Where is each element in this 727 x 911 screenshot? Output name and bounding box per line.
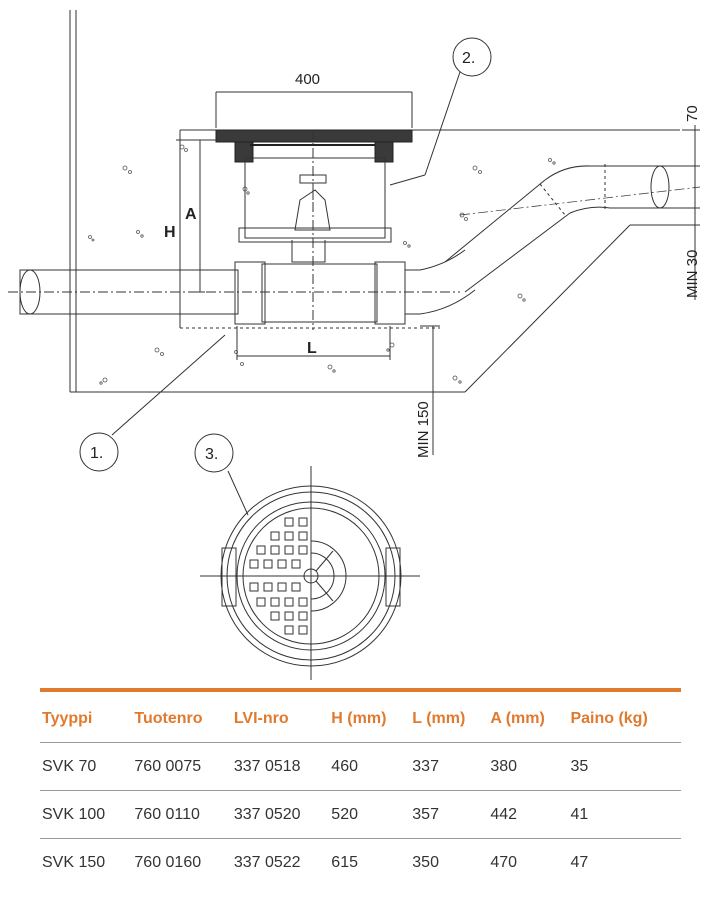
dim-h-label: H xyxy=(164,224,176,241)
dim-l-label: L xyxy=(307,340,317,357)
header-tyyppi: Tyyppi xyxy=(42,710,93,727)
cell-l: 337 xyxy=(410,742,489,791)
cell-tuotenro: 760 0160 xyxy=(132,838,232,872)
header-h: H (mm) xyxy=(331,710,387,727)
table-row: SVK 70 760 0075 337 0518 460 337 380 35 xyxy=(40,742,681,791)
table-row: SVK 100 760 0110 337 0520 520 357 442 41 xyxy=(40,790,681,839)
cell-tyyppi: SVK 150 xyxy=(40,838,133,872)
cell-paino: 41 xyxy=(568,790,681,839)
table-header-row: Tyyppi Tuotenro LVI-nro H (mm) L (mm) A … xyxy=(40,692,681,743)
cell-tuotenro: 760 0110 xyxy=(132,790,232,839)
cell-tuotenro: 760 0075 xyxy=(132,742,232,791)
spec-table: Tyyppi Tuotenro LVI-nro H (mm) L (mm) A … xyxy=(40,688,681,872)
header-l: L (mm) xyxy=(412,710,466,727)
table-row: SVK 150 760 0160 337 0522 615 350 470 47 xyxy=(40,838,681,872)
cell-paino: 35 xyxy=(568,742,681,791)
cell-lvi-nro: 337 0522 xyxy=(231,838,330,872)
product-table: Tyyppi Tuotenro LVI-nro H (mm) L (mm) A … xyxy=(40,692,681,872)
grating-top-view xyxy=(200,466,420,680)
cell-h: 520 xyxy=(329,790,411,839)
concrete-aggregate xyxy=(88,144,556,385)
dim-a-label: A xyxy=(185,206,197,223)
dimension-400 xyxy=(215,91,413,128)
cell-tyyppi: SVK 70 xyxy=(40,742,133,791)
grating-slots xyxy=(249,517,308,635)
cell-l: 357 xyxy=(410,790,489,839)
callout-2-label: 2. xyxy=(462,50,475,67)
technical-drawing: 400 H A L MIN 150 70 MIN 30 1. 2 xyxy=(8,10,701,680)
cell-l: 350 xyxy=(410,838,489,872)
cell-a: 470 xyxy=(488,838,569,872)
callout-3-label: 3. xyxy=(205,446,218,463)
drain-body xyxy=(238,130,392,330)
callout-2: 2. xyxy=(389,37,492,186)
header-tuotenro: Tuotenro xyxy=(134,710,203,727)
header-lvi-nro: LVI-nro xyxy=(233,710,289,727)
dim-400-label: 400 xyxy=(295,71,320,88)
callout-1: 1. xyxy=(79,334,226,472)
cell-a: 380 xyxy=(488,742,569,791)
table-top-rule xyxy=(40,688,681,692)
dim-70-label: 70 xyxy=(684,105,701,122)
header-paino: Paino (kg) xyxy=(570,710,648,727)
dim-min30-label: MIN 30 xyxy=(684,250,701,298)
cell-paino: 47 xyxy=(568,838,681,872)
cell-lvi-nro: 337 0520 xyxy=(231,790,330,839)
cell-h: 460 xyxy=(329,742,411,791)
callout-1-label: 1. xyxy=(90,445,103,462)
dimension-h-a xyxy=(176,139,216,328)
dimension-right xyxy=(682,125,700,300)
cell-lvi-nro: 337 0518 xyxy=(231,742,330,791)
cell-tyyppi: SVK 100 xyxy=(40,790,133,839)
outlet-pipe xyxy=(444,164,701,293)
header-a: A (mm) xyxy=(490,710,545,727)
cell-h: 615 xyxy=(329,838,411,872)
dimension-min150 xyxy=(420,325,440,455)
grating-top xyxy=(215,129,413,163)
cell-a: 442 xyxy=(488,790,569,839)
callout-3: 3. xyxy=(194,433,249,516)
dimension-l xyxy=(236,326,391,360)
pipe-tee xyxy=(8,249,476,325)
dim-min150-label: MIN 150 xyxy=(415,401,432,458)
